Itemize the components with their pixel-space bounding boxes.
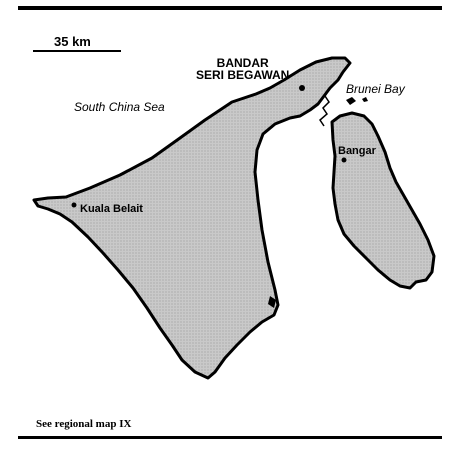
bottom-rule [18,436,442,439]
bandar-seri-begawan-marker [299,85,305,91]
sea-label: South China Sea [74,100,165,114]
island-3 [268,296,276,308]
scale-label: 35 km [54,34,91,49]
capital-label-line1: BANDAR [216,56,269,70]
kuala-belait-marker [71,202,77,208]
bay-label: Brunei Bay [346,82,405,96]
bangar-label: Bangar [338,145,376,157]
top-rule [18,6,442,10]
temburong-landmass [330,111,436,290]
kuala-belait-label: Kuala Belait [80,203,143,215]
regional-map-note: See regional map IX [36,418,132,430]
capital-label: BANDAR SERI BEGAWAN [196,57,289,81]
island-2 [362,97,368,102]
capital-label-line2: SERI BEGAWAN [196,68,290,82]
boundary-line [319,87,331,127]
island-1 [346,97,356,105]
scale-bar [33,50,121,52]
bangar-marker [341,157,347,163]
